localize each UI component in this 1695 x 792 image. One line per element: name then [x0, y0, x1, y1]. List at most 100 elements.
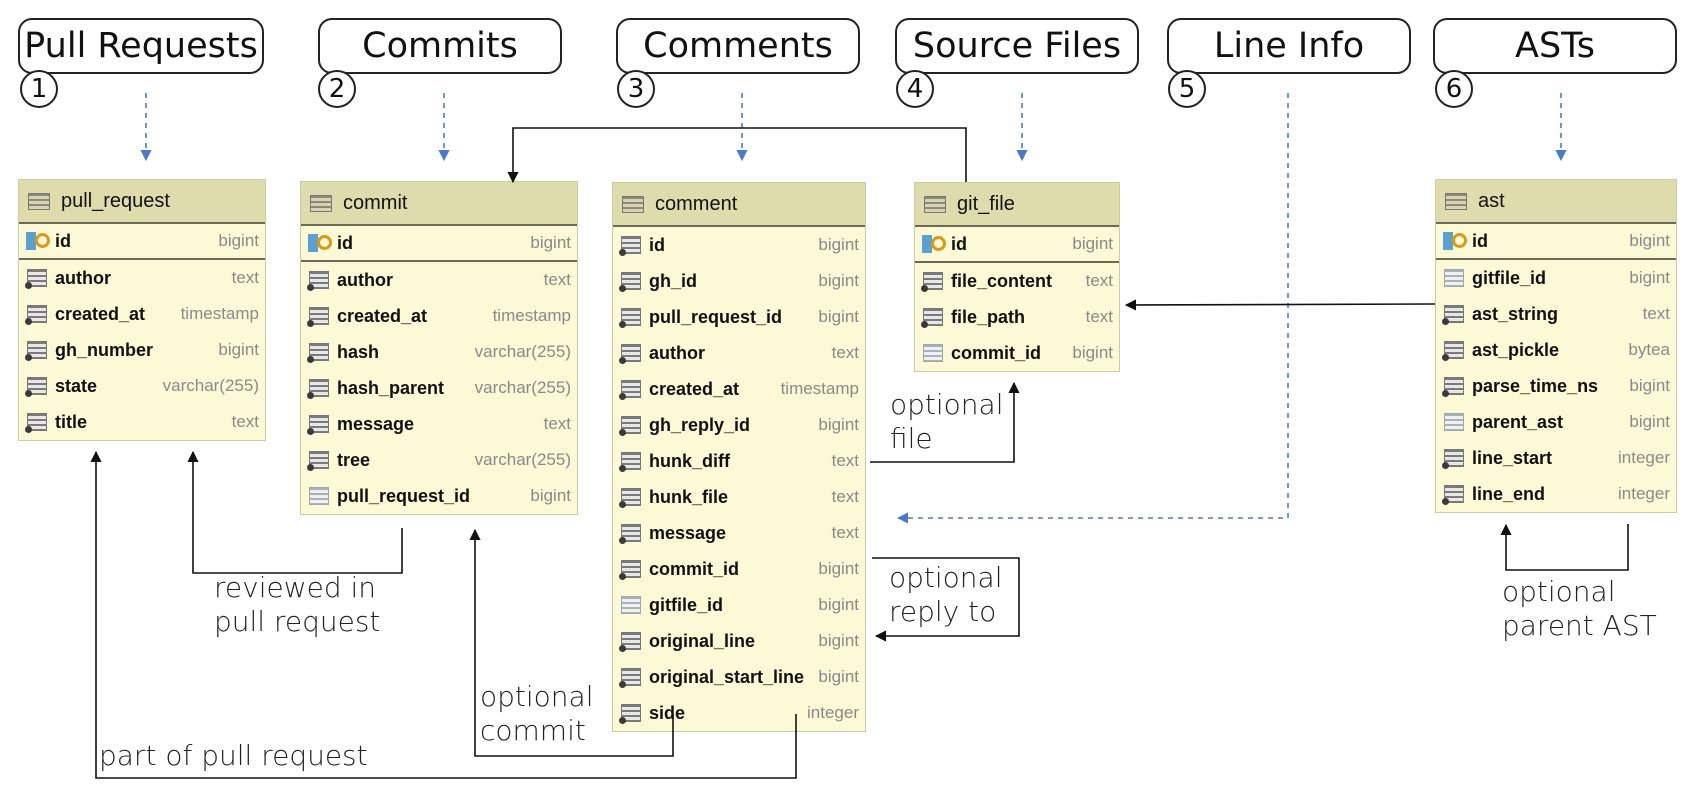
column-name: state	[55, 375, 98, 396]
arrow-ast-to-git-file	[1124, 299, 1436, 311]
category-asts: ASTs	[1433, 18, 1677, 74]
annotation-optional-commit: optional commit	[480, 680, 593, 748]
annotation-line: optional	[889, 561, 1003, 594]
arrow-comment-to-commit	[469, 528, 674, 757]
column-name: file_content	[951, 270, 1053, 291]
annotation-line: pull request	[214, 605, 381, 638]
column-icon	[619, 666, 643, 688]
table-title: ast	[1478, 189, 1505, 212]
column-name: author	[649, 342, 705, 363]
column-icon	[307, 449, 331, 471]
column-name: created_at	[649, 378, 740, 399]
column-type: bigint	[218, 231, 259, 250]
annotation-optional-file: optional file	[890, 388, 1003, 456]
foreign-key-icon	[921, 342, 945, 364]
column-type: bigint	[1072, 234, 1113, 253]
table-column-row: state varchar(255)	[19, 368, 265, 404]
column-type: bigint	[818, 307, 859, 326]
column-type: varchar(255)	[162, 376, 259, 395]
column-type: bigint	[530, 233, 571, 252]
column-name: message	[337, 413, 415, 434]
table-header: pull_request	[19, 180, 265, 224]
column-icon	[619, 378, 643, 400]
column-icon	[307, 305, 331, 327]
column-type: timestamp	[492, 306, 571, 325]
arrow-ast-parent	[1500, 523, 1629, 571]
column-type: varchar(255)	[474, 450, 571, 469]
table-column-row: message text	[613, 515, 865, 551]
column-type: bigint	[1629, 376, 1670, 395]
annotation-line: commit	[480, 714, 586, 747]
column-name: author	[337, 269, 393, 290]
annotation-line: reviewed in	[214, 571, 377, 604]
column-type: bigint	[818, 271, 859, 290]
column-type: varchar(255)	[474, 342, 571, 361]
annotation-reviewed-in-pr: reviewed in pull request	[214, 571, 380, 639]
column-icon	[25, 375, 49, 397]
column-icon	[619, 414, 643, 436]
column-icon	[1442, 339, 1466, 361]
table-column-row: id bigint	[915, 227, 1119, 263]
column-name: gitfile_id	[1472, 267, 1547, 288]
column-icon	[619, 342, 643, 364]
column-type: integer	[807, 703, 859, 722]
category-label: Comments	[643, 26, 833, 66]
annotation-line: parent AST	[1502, 609, 1657, 642]
column-icon	[619, 450, 643, 472]
column-name: line_start	[1472, 447, 1553, 468]
category-label: Pull Requests	[24, 26, 258, 66]
table-column-row: gh_id bigint	[613, 263, 865, 299]
annotation-part-of-pr: part of pull request	[99, 739, 368, 772]
column-icon	[307, 341, 331, 363]
column-name: gitfile_id	[649, 594, 724, 615]
column-name: ast_string	[1472, 303, 1559, 324]
foreign-key-icon	[1442, 267, 1466, 289]
column-type: timestamp	[780, 379, 859, 398]
arrow-gitfile-to-commit	[507, 127, 967, 184]
table-icon	[923, 193, 947, 215]
category-line-info: Line Info	[1167, 18, 1411, 74]
column-icon	[619, 270, 643, 292]
primary-key-icon	[25, 230, 50, 252]
dashed-arrow-line-info	[896, 93, 1289, 524]
column-name: file_path	[951, 306, 1026, 327]
column-name: gh_id	[649, 270, 697, 291]
column-name: gh_reply_id	[649, 414, 751, 435]
column-type: text	[831, 523, 859, 542]
column-name: gh_number	[55, 339, 154, 360]
column-type: bigint	[818, 559, 859, 578]
column-type: text	[231, 412, 259, 431]
column-name: tree	[337, 449, 371, 470]
column-name: commit_id	[951, 342, 1042, 363]
table-header: git_file	[915, 183, 1119, 227]
table-icon	[1444, 190, 1468, 212]
category-label: Commits	[362, 26, 518, 66]
arrow-comment-to-pull-request	[90, 450, 797, 779]
column-type: text	[231, 268, 259, 287]
column-name: message	[649, 522, 727, 543]
column-name: id	[951, 233, 967, 254]
column-icon	[25, 339, 49, 361]
primary-key-icon	[1442, 230, 1467, 252]
annotation-line: reply to	[889, 595, 997, 628]
column-icon	[921, 306, 945, 328]
